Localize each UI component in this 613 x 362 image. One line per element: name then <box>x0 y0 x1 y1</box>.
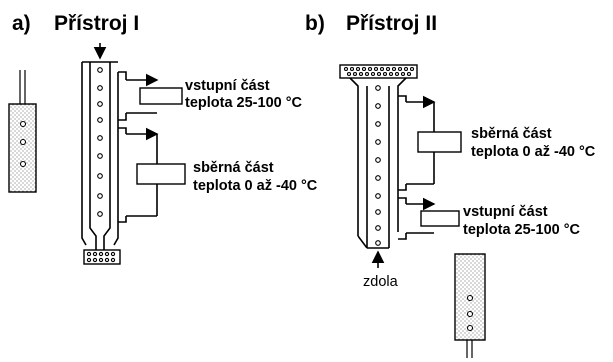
panel-a-sample-vial <box>8 70 37 193</box>
panel-b-title: Přístroj II <box>346 12 437 35</box>
panel-a-inlet-label-1: vstupní část <box>185 78 270 94</box>
panel-a-collector-label-1: sběrná část <box>193 160 274 176</box>
panel-b-top-block <box>339 64 418 79</box>
panel-a-inlet-label-2: teplota 25-100 °C <box>185 95 303 111</box>
panel-b-collector-label-1: sběrná část <box>471 126 552 142</box>
panel-a-collector-cooler <box>118 127 186 223</box>
panel-a-title: Přístroj I <box>54 12 139 35</box>
panel-a-inlet-heater <box>118 71 183 121</box>
panel-b-letter: b) <box>305 12 325 35</box>
panel-b-bottom-label: zdola <box>363 274 399 290</box>
panel-b-column <box>349 77 407 268</box>
panel-b-inlet-label-1: vstupní část <box>463 204 548 220</box>
panel-b-collector-cooler <box>398 95 462 191</box>
panel-b-sample-vial <box>454 253 486 358</box>
panel-b-collector-label-2: teplota 0 až -40 °C <box>471 144 596 160</box>
panel-b-inlet-label-2: teplota 25-100 °C <box>463 222 581 238</box>
panel-b-inlet-heater <box>398 197 460 240</box>
panel-a-collector-label-2: teplota 0 až -40 °C <box>193 178 318 194</box>
panel-a-letter: a) <box>12 12 31 35</box>
panel-a-column <box>81 43 121 265</box>
